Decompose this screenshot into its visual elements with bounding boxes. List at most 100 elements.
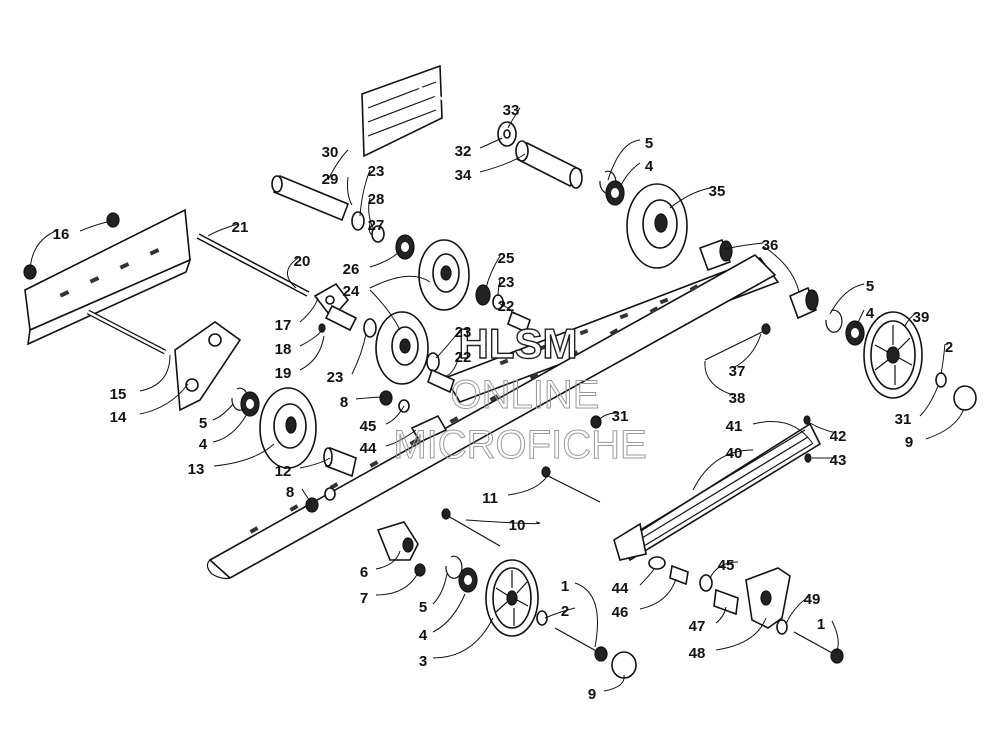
callout-l41: 41	[726, 418, 743, 435]
callout-l47: 47	[689, 618, 706, 635]
bracket-6	[376, 521, 419, 561]
bushing-22-upper	[507, 310, 531, 334]
callout-l26: 26	[343, 261, 360, 278]
bolt-11	[541, 466, 601, 503]
bearing-4-left	[240, 391, 260, 417]
callout-l35: 35	[709, 183, 726, 200]
callout-l15: 15	[110, 386, 127, 403]
callout-l8a: 8	[340, 394, 348, 411]
washer-33	[497, 121, 517, 147]
nut-16b	[23, 264, 37, 280]
axle-hub-36-left	[698, 238, 733, 272]
callout-l44a: 44	[360, 440, 377, 457]
callout-l3: 3	[419, 653, 427, 670]
screw-42	[803, 415, 811, 425]
callout-l49: 49	[804, 591, 821, 608]
main-slide-rail	[206, 254, 777, 580]
idler-wheel-19	[375, 311, 429, 385]
callout-l10: 10	[509, 517, 526, 534]
callout-l4c: 4	[199, 436, 208, 453]
callout-l37: 37	[729, 363, 746, 380]
callout-l9a: 9	[905, 434, 913, 451]
pin-18	[318, 323, 326, 333]
idler-wheel-13	[259, 387, 317, 469]
bolt-37-38	[704, 323, 771, 361]
callout-l23c: 23	[327, 369, 344, 386]
leader-lines	[29, 107, 965, 692]
callout-l4b: 4	[866, 305, 875, 322]
washer-49	[776, 619, 788, 635]
end-cap-9-right	[953, 385, 977, 411]
callout-l9b: 9	[588, 686, 596, 703]
callout-l23d: 23	[455, 324, 472, 341]
callout-l14: 14	[110, 409, 127, 426]
upper-mount-bracket	[361, 64, 443, 158]
callout-l5a: 5	[645, 135, 653, 152]
callout-l5b: 5	[866, 278, 874, 295]
bracket-48	[745, 567, 791, 629]
callout-l34: 34	[455, 167, 472, 184]
adjuster-arm-40	[613, 422, 822, 562]
callout-l11: 11	[482, 490, 498, 507]
screw-43	[804, 453, 812, 463]
wheel-3	[485, 559, 539, 637]
bolt-10	[441, 508, 501, 547]
bearing-4-right	[845, 320, 865, 346]
snap-ring-5-right	[825, 309, 843, 333]
bearing-4-upper	[605, 180, 625, 206]
callout-l7: 7	[360, 590, 368, 607]
callout-l5d: 5	[419, 599, 427, 616]
callout-l46: 46	[612, 604, 629, 621]
watermark-line3: MICROFICHE	[393, 423, 646, 467]
callout-l31a: 31	[895, 411, 912, 428]
callout-l43: 43	[830, 452, 847, 469]
bearing-26	[395, 234, 415, 260]
left-upper-rail	[24, 208, 192, 346]
clip-44-lower	[648, 556, 666, 570]
callout-l20: 20	[294, 253, 311, 270]
bushing-20	[324, 304, 358, 332]
bearing-4-lower	[458, 567, 478, 593]
link-arm-17	[313, 282, 350, 320]
shaft-30	[271, 174, 350, 222]
callout-l6: 6	[360, 564, 368, 581]
end-cap-9-lower	[611, 651, 637, 679]
callout-l16: 16	[53, 226, 70, 243]
callout-l42: 42	[830, 428, 847, 445]
callout-l38: 38	[729, 390, 746, 407]
snap-ring-27	[371, 225, 385, 243]
washer-2-right	[935, 372, 947, 388]
bolt-31-mid	[590, 415, 602, 429]
washer-23-front	[426, 352, 440, 372]
bushing-22-lower	[427, 368, 455, 394]
callout-l23b: 23	[498, 274, 515, 291]
callout-l32: 32	[455, 143, 472, 160]
callout-l36: 36	[762, 237, 779, 254]
bolt-7	[414, 563, 426, 577]
wheel-39	[863, 311, 923, 399]
callout-l44b: 44	[612, 580, 629, 597]
callout-l12: 12	[275, 463, 292, 480]
callout-l1a: 1	[561, 578, 569, 595]
washer-2-lower	[536, 610, 548, 626]
callout-l23a: 23	[368, 163, 385, 180]
nut-8-upper	[379, 390, 410, 413]
pivot-arm-14	[174, 321, 242, 412]
watermark: HLSM ONLINE MICROFICHE	[393, 319, 647, 467]
callout-l31b: 31	[612, 408, 629, 425]
callout-l5c: 5	[199, 415, 207, 432]
callout-l21: 21	[232, 219, 249, 236]
bolt-1-rear	[793, 631, 844, 664]
bearing-25	[475, 284, 491, 306]
callout-l13: 13	[188, 461, 205, 478]
callout-l45a: 45	[360, 418, 377, 435]
callout-l33: 33	[503, 102, 520, 119]
upper-shaft	[404, 78, 489, 124]
axle-hub-36-right	[788, 286, 819, 320]
callout-l18: 18	[275, 341, 292, 358]
callout-l19: 19	[275, 365, 292, 382]
callout-l40: 40	[726, 445, 743, 462]
callout-l4d: 4	[419, 627, 428, 644]
